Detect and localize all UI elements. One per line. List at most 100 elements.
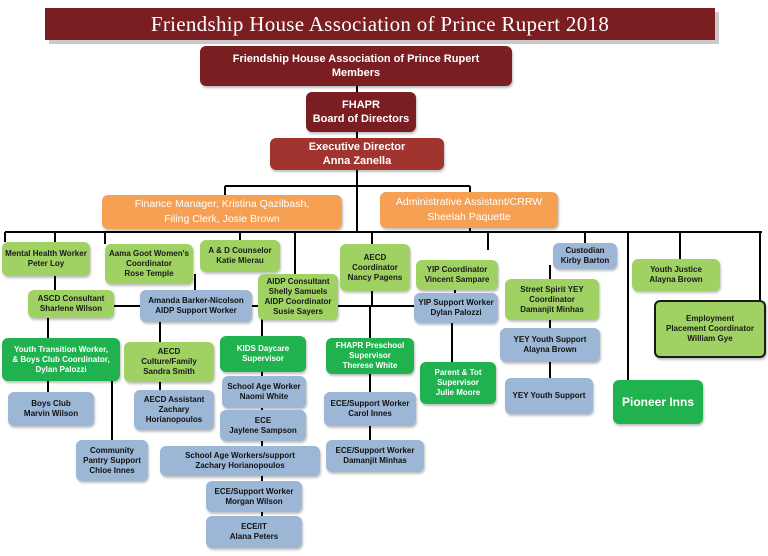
employment-coordinator-box: Employment Placement Coordinator William… bbox=[654, 300, 766, 358]
finance-line-2: Filing Clerk, Josie Brown bbox=[164, 213, 280, 225]
mental-health-line-1: Mental Health Worker bbox=[5, 249, 87, 258]
youth-justice-box: Youth Justice Alayna Brown bbox=[632, 259, 720, 291]
street-spirit-line-2: Coordinator bbox=[529, 294, 575, 304]
street-spirit-line-1: Street Spirit YEY bbox=[520, 284, 584, 294]
aecd-assistant-line-1: AECD Assistant bbox=[143, 395, 205, 404]
ece-damanjit-line-1: ECE/Support Worker bbox=[335, 446, 415, 455]
ece-carol-line-2: Carol Innes bbox=[348, 409, 392, 418]
boys-club-box: Boys Club Marvin Wilson bbox=[8, 392, 94, 426]
ece-it-line-1: ECE/IT bbox=[241, 522, 267, 531]
board-box: FHAPR Board of Directors bbox=[306, 92, 416, 132]
ece-damanjit-line-2: Damanjit Minhas bbox=[343, 456, 407, 465]
kids-daycare-box: KIDS Daycare Supervisor bbox=[220, 336, 306, 372]
ece-it-box: ECE/IT Alana Peters bbox=[206, 516, 302, 548]
ece-jaylene-line-2: Jaylene Sampson bbox=[229, 425, 297, 435]
school-age-worker-line-2: Naomi White bbox=[239, 392, 289, 401]
ad-counselor-line-2: Katie Mierau bbox=[216, 256, 264, 265]
ad-counselor-line-1: A & D Counselor bbox=[208, 246, 272, 255]
ece-carol-line-1: ECE/Support Worker bbox=[330, 399, 410, 408]
parent-tot-line-2: Supervisor bbox=[437, 378, 479, 387]
aidp-line-2: Shelly Samuels bbox=[268, 287, 328, 296]
aidp-line-3: AIDP Coordinator bbox=[264, 297, 332, 306]
aecd-culture-line-2: Culture/Family bbox=[141, 357, 197, 366]
preschool-line-1: FHAPR Preschool bbox=[335, 341, 405, 350]
aama-goot-box: Aama Goot Women's Coordinator Rose Templ… bbox=[105, 244, 193, 284]
aidp-line-4: Susie Sayers bbox=[273, 307, 323, 316]
yey2-line-1: YEY Youth Support bbox=[512, 391, 586, 400]
mental-health-line-2: Peter Loy bbox=[27, 259, 65, 268]
youth-transition-line-3: Dylan Palozzi bbox=[35, 364, 87, 374]
preschool-line-3: Therese White bbox=[342, 361, 398, 370]
employment-line-3: William Gye bbox=[687, 334, 733, 343]
ece-jaylene-line-1: ECE bbox=[254, 415, 272, 425]
aecd-coordinator-box: AECD Coordinator Nancy Pagens bbox=[340, 244, 410, 291]
ascd-line-2: Sharlene Wilson bbox=[39, 304, 103, 313]
ascd-line-1: ASCD Consultant bbox=[37, 294, 105, 303]
yey1-line-2: Alayna Brown bbox=[523, 345, 577, 354]
members-line-1: Friendship House Association of Prince R… bbox=[232, 53, 480, 65]
school-age-worker-line-1: School Age Worker bbox=[227, 382, 301, 391]
ece-support-carol-box: ECE/Support Worker Carol Innes bbox=[324, 392, 416, 426]
aecd-coord-line-2: Coordinator bbox=[352, 262, 398, 272]
admin-line-2: Sheelah Paquette bbox=[427, 211, 511, 223]
yey-support-alayna-box: YEY Youth Support Alayna Brown bbox=[500, 328, 600, 362]
school-age-workers-box: School Age Workers/support Zachary Horia… bbox=[160, 446, 320, 476]
custodian-line-2: Kirby Barton bbox=[560, 256, 610, 265]
youth-transition-box: Youth Transition Worker, & Boys Club Coo… bbox=[2, 338, 120, 381]
pioneer-inns-box: Pioneer Inns bbox=[613, 380, 703, 424]
chart-title: Friendship House Association of Prince R… bbox=[45, 8, 715, 40]
aecd-coord-line-3: Nancy Pagens bbox=[347, 272, 403, 282]
fhapr-preschool-box: FHAPR Preschool Supervisor Therese White bbox=[326, 338, 414, 374]
parent-tot-box: Parent & Tot Supervisor Julie Moore bbox=[420, 362, 496, 404]
aecd-assistant-line-2: Zachary bbox=[158, 405, 190, 414]
aecd-culture-box: AECD Culture/Family Sandra Smith bbox=[124, 342, 214, 382]
exec-line-1: Executive Director bbox=[308, 141, 406, 153]
youth-justice-line-1: Youth Justice bbox=[650, 265, 702, 274]
pioneer-line-1: Pioneer Inns bbox=[621, 395, 695, 409]
yip-support-line-1: YIP Support Worker bbox=[418, 298, 494, 307]
aecd-culture-line-1: AECD bbox=[157, 347, 181, 356]
aecd-culture-line-3: Sandra Smith bbox=[143, 367, 195, 376]
members-line-2: Members bbox=[331, 67, 381, 79]
aidp-support-line-2: AIDP Support Worker bbox=[155, 306, 237, 315]
yey-support-box: YEY Youth Support bbox=[505, 378, 593, 414]
yip-support-box: YIP Support Worker Dylan Palozzi bbox=[414, 293, 498, 323]
aidp-support-box: Amanda Barker-Nicolson AIDP Support Work… bbox=[140, 290, 252, 322]
parent-tot-line-1: Parent & Tot bbox=[434, 368, 482, 377]
boys-club-line-2: Marvin Wilson bbox=[23, 409, 79, 418]
boys-club-line-1: Boys Club bbox=[31, 399, 71, 408]
kids-daycare-line-2: Supervisor bbox=[242, 354, 284, 363]
aecd-coord-line-1: AECD bbox=[363, 252, 387, 262]
street-spirit-line-3: Damanjit Minhas bbox=[520, 304, 584, 314]
community-pantry-box: Community Pantry Support Chloe Innes bbox=[76, 440, 148, 481]
ece-support-morgan-box: ECE/Support Worker Morgan Wilson bbox=[206, 481, 302, 512]
school-age-workers-line-1: School Age Workers/support bbox=[185, 451, 295, 460]
youth-transition-line-2: & Boys Club Coordinator, bbox=[12, 354, 110, 364]
admin-assistant-box: Administrative Assistant/CRRW Sheelah Pa… bbox=[380, 192, 558, 228]
members-box: Friendship House Association of Prince R… bbox=[200, 46, 512, 86]
exec-line-2: Anna Zanella bbox=[322, 155, 392, 167]
aidp-consultant-box: AIDP Consultant Shelly Samuels AIDP Coor… bbox=[258, 274, 338, 320]
school-age-workers-line-2: Zachary Horianopoulos bbox=[195, 461, 285, 470]
street-spirit-box: Street Spirit YEY Coordinator Damanjit M… bbox=[505, 279, 599, 320]
custodian-box: Custodian Kirby Barton bbox=[553, 243, 617, 269]
yey1-line-1: YEY Youth Support bbox=[513, 335, 587, 344]
aidp-line-1: AIDP Consultant bbox=[266, 277, 330, 286]
ad-counselor-box: A & D Counselor Katie Mierau bbox=[200, 240, 280, 272]
yip-coord-line-2: Vincent Sampare bbox=[424, 275, 490, 284]
aama-goot-line-2: Coordinator bbox=[126, 259, 172, 268]
ece-support-damanjit-box: ECE/Support Worker Damanjit Minhas bbox=[326, 440, 424, 472]
aama-goot-line-3: Rose Temple bbox=[124, 269, 174, 278]
executive-director-box: Executive Director Anna Zanella bbox=[270, 138, 444, 170]
board-line-2: Board of Directors bbox=[312, 113, 410, 125]
aama-goot-line-1: Aama Goot Women's bbox=[109, 249, 189, 258]
pantry-line-2: Pantry Support bbox=[83, 455, 141, 465]
mental-health-box: Mental Health Worker Peter Loy bbox=[2, 242, 90, 276]
kids-daycare-line-1: KIDS Daycare bbox=[236, 344, 290, 353]
aidp-support-line-1: Amanda Barker-Nicolson bbox=[148, 296, 244, 305]
finance-manager-box: Finance Manager, Kristina Qazilbash, Fil… bbox=[102, 195, 342, 229]
pantry-line-1: Community bbox=[90, 445, 134, 455]
employment-line-1: Employment bbox=[685, 314, 734, 323]
yip-coord-line-1: YIP Coordinator bbox=[426, 265, 488, 274]
